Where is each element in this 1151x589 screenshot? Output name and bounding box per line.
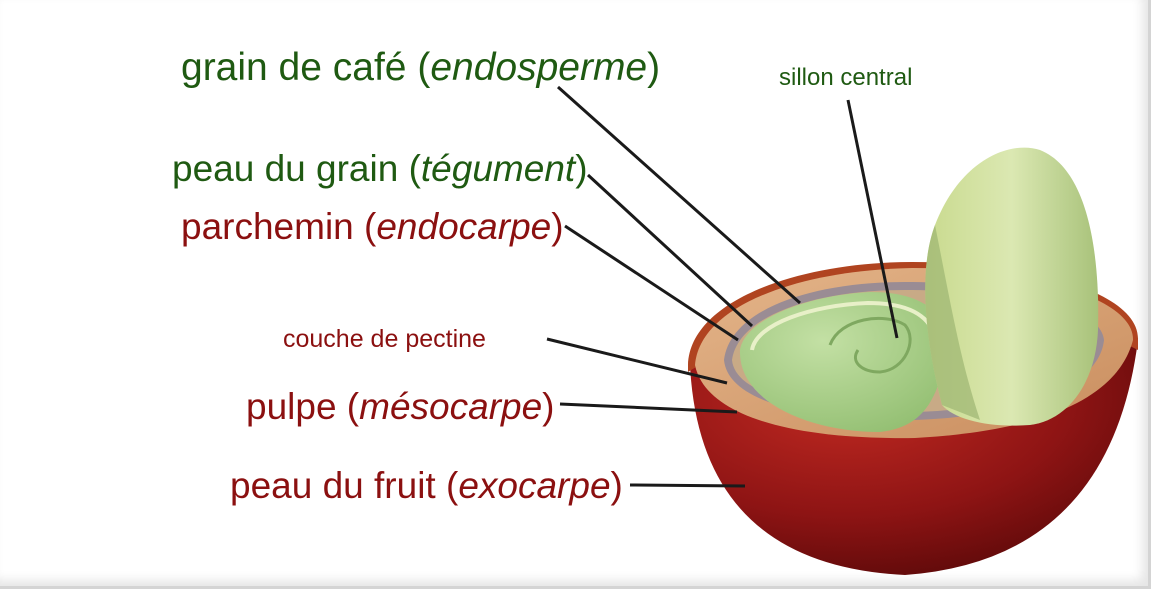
label-exocarp: peau du fruit (exocarpe) xyxy=(230,467,623,504)
leader-exocarp xyxy=(630,485,745,486)
label-endosperm: grain de café (endosperme) xyxy=(181,48,660,87)
label-endocarp-end: ) xyxy=(551,206,563,247)
label-exocarp-text: peau du fruit ( xyxy=(230,465,458,506)
label-endocarp-term: endocarpe xyxy=(376,206,551,247)
label-endosperm-end: ) xyxy=(647,46,660,89)
label-exocarp-term: exocarpe xyxy=(458,465,610,506)
label-endosperm-text: grain de café ( xyxy=(181,46,430,89)
leader-tegument xyxy=(588,175,752,326)
label-endocarp-text: parchemin ( xyxy=(181,206,376,247)
label-exocarp-end: ) xyxy=(611,465,623,506)
label-tegument-end: ) xyxy=(575,148,587,189)
label-endosperm-term: endosperme xyxy=(430,46,647,89)
label-mesocarp-text: pulpe ( xyxy=(246,386,359,427)
label-mesocarp: pulpe (mésocarpe) xyxy=(246,388,555,425)
label-mesocarp-term: mésocarpe xyxy=(359,386,542,427)
label-tegument-term: tégument xyxy=(421,148,575,189)
label-pectin: couche de pectine xyxy=(283,327,486,352)
label-endocarp: parchemin (endocarpe) xyxy=(181,208,564,245)
leader-endosperm xyxy=(558,87,800,303)
leader-endocarp xyxy=(565,226,738,340)
label-mesocarp-end: ) xyxy=(542,386,554,427)
label-tegument-text: peau du grain ( xyxy=(172,148,421,189)
label-furrow: sillon central xyxy=(779,66,912,90)
label-tegument: peau du grain (tégument) xyxy=(172,150,588,187)
